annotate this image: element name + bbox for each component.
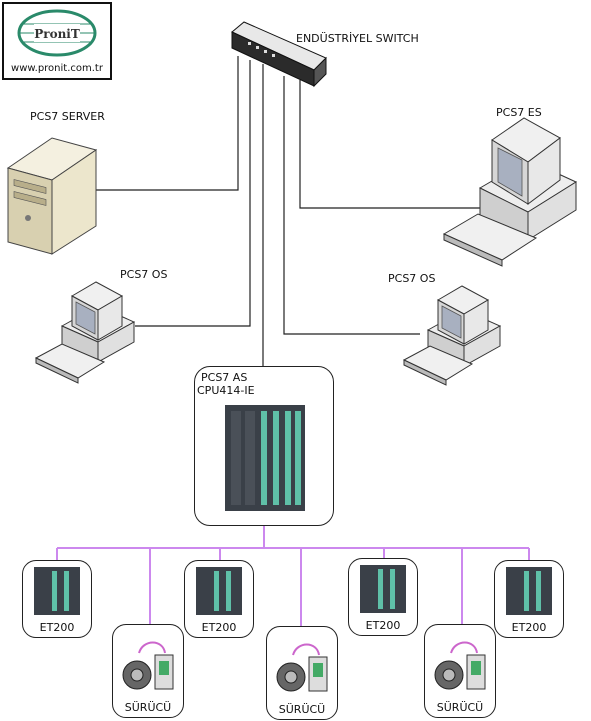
cable-os-right [283, 76, 420, 335]
server-label: PCS7 SERVER [30, 110, 105, 123]
motor-drive-icon [276, 643, 328, 692]
et200-box-4: ET200 [494, 560, 564, 638]
os-right-label: PCS7 OS [388, 272, 436, 285]
es-label: PCS7 ES [496, 106, 542, 119]
os-left-label: PCS7 OS [120, 268, 168, 281]
drive-box-3: SÜRÜCÜ [424, 624, 496, 718]
os-right-workstation-icon [402, 285, 502, 386]
et200-module-icon [196, 567, 242, 615]
drive-label: SÜRÜCÜ [124, 701, 172, 714]
es-workstation-icon [442, 117, 578, 267]
pronit-logo: ProniT www.pronit.com.tr [2, 2, 112, 80]
cable-os-left [135, 60, 251, 327]
drive-label: SÜRÜCÜ [278, 703, 326, 716]
motor-drive-icon [122, 641, 174, 690]
pronit-url: www.pronit.com.tr [11, 63, 103, 74]
switch-icon [231, 21, 327, 88]
et200-module-icon [506, 567, 552, 615]
cable-es [299, 80, 480, 209]
as-label-line1: PCS7 AS [201, 371, 248, 384]
pronit-brand-text: ProniT [34, 27, 80, 41]
server-icon [6, 137, 98, 255]
et200-box-1: ET200 [22, 560, 92, 638]
et200-box-3: ET200 [348, 558, 418, 636]
et200-label: ET200 [365, 619, 401, 632]
s7-400-rack-icon [225, 405, 305, 511]
drive-box-2: SÜRÜCÜ [266, 626, 338, 720]
et200-module-icon [34, 567, 80, 615]
et200-label: ET200 [511, 621, 547, 634]
switch-label: ENDÜSTRİYEL SWITCH [296, 32, 419, 45]
et200-label: ET200 [201, 621, 237, 634]
cable-server [95, 56, 239, 191]
et200-box-2: ET200 [184, 560, 254, 638]
drive-box-1: SÜRÜCÜ [112, 624, 184, 718]
et200-module-icon [360, 565, 406, 613]
as-label-line2: CPU414-IE [197, 384, 255, 397]
et200-label: ET200 [39, 621, 75, 634]
os-left-workstation-icon [34, 281, 136, 384]
motor-drive-icon [434, 641, 486, 690]
as-controller-box: PCS7 AS CPU414-IE [194, 366, 334, 526]
drive-label: SÜRÜCÜ [436, 701, 484, 714]
pronit-logo-emblem: ProniT [17, 9, 97, 57]
